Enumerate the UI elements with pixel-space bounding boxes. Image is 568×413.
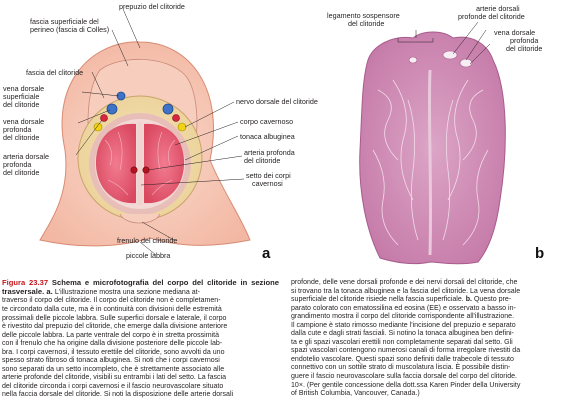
- label-legamento-2: del clitoride: [348, 19, 385, 28]
- label-arteria-dors-1: arteria dorsale: [3, 152, 49, 161]
- caption-line: si trovano tra la tonaca albuginea e la …: [291, 287, 521, 295]
- caption-line: superficiale del clitoride risiede nella…: [291, 296, 566, 305]
- caption-line: spazi vascolari contengono numerosi cana…: [291, 347, 521, 355]
- caption-label-b: b.: [465, 296, 472, 304]
- caption-line: bra. I corpi cavernosi, il tessuto erett…: [2, 348, 225, 356]
- fig-title: Schema e microfotografia del corpo del c…: [2, 278, 279, 296]
- label-vena-prof-2: profonda: [3, 125, 32, 134]
- corpus-cavernosum-right: [144, 123, 185, 204]
- dorsal-artery-left: [100, 114, 108, 122]
- label-setto-2: cavernosi: [252, 179, 283, 188]
- label-arteria-dors-2: profonda: [3, 160, 32, 169]
- leader-lines: [75, 8, 245, 256]
- clitoris-micrograph: [359, 21, 506, 265]
- caption-line: parato colorato con ematossilina ed eosi…: [291, 304, 516, 312]
- label-arteria-dors-3: del clitoride: [3, 168, 40, 177]
- caption-line: ta e gli spazi vascolari erettili non co…: [291, 338, 513, 346]
- caption-line: delle piccole labbra. La parte ventrale …: [2, 331, 220, 339]
- corpus-cavernosum-left: [95, 123, 136, 204]
- caption-text: superficiale del clitoride risiede nella…: [291, 296, 464, 304]
- label-tonaca: tonaca albuginea: [240, 132, 295, 141]
- caption-line: grandimento mostra il corpo del clitorid…: [291, 313, 515, 321]
- panel-label-b: b: [535, 245, 545, 262]
- caption-label-a: a.: [46, 286, 53, 296]
- label-corpo-cav: corpo cavernoso: [240, 117, 294, 126]
- caption-line: of British Columbia, Vancouver, Canada.): [291, 390, 420, 398]
- micrograph-tissue: [359, 31, 506, 265]
- cavernous-texture: [104, 131, 176, 196]
- dorsal-vein-right: [162, 103, 174, 115]
- label-vena-b-2: profonda: [510, 36, 539, 45]
- label-vena-prof-3: del clitoride: [3, 133, 40, 142]
- caption-line: sono separati da un setto incompleto, ch…: [2, 365, 225, 373]
- caption-line: spesso strato fibroso di tonaca albugine…: [2, 357, 220, 365]
- caption-line: arterie profonde del clitoride, visibili…: [2, 374, 227, 382]
- label-legamento-1: legamento sospensore: [327, 11, 400, 20]
- label-vena-sup-3: del clitoride: [3, 100, 40, 109]
- label-arteria-prof-2: del clitoride: [244, 156, 281, 165]
- label-setto-1: setto dei corpi: [246, 171, 291, 180]
- caption-line: del clitoride circonda i corpi cavernosi…: [2, 382, 224, 390]
- label-vena-b-3: del clitoride: [506, 44, 543, 53]
- caption-col-2: profonde, delle vene dorsali profonde e …: [291, 279, 566, 399]
- label-arterie-1: arterie dorsali: [476, 4, 520, 13]
- caption-line: L'illustrazione mostra una sezione media…: [54, 288, 200, 296]
- dorsal-nerve-left: [93, 122, 103, 132]
- caption-line: con il frenulo che ha origine dalla divi…: [2, 340, 223, 348]
- frenulum: [119, 213, 161, 224]
- caption-col-1: Figura 23.37 Schema e microfotografia de…: [2, 278, 279, 400]
- caption-line: traverso il corpo del clitoride. Il corp…: [2, 297, 221, 305]
- label-piccole: piccole labbra: [126, 251, 171, 260]
- label-fascia-clit: fascia del clitoride: [26, 68, 84, 77]
- caption-line: profonde, delle vene dorsali profonde e …: [291, 279, 518, 286]
- caption-line: prossimali delle piccole labbra. Sulle s…: [2, 314, 227, 322]
- label-vena-b-1: vena dorsale: [494, 28, 536, 37]
- figure-23-37: prepuzio del clitoride fascia superficia…: [3, 2, 545, 265]
- label-vena-prof-1: vena dorsale: [3, 117, 45, 126]
- caption-line: connettivo con un sottile strato di musc…: [291, 364, 511, 372]
- deep-artery-left: [130, 166, 138, 174]
- label-arteria-prof-1: arteria profonda: [244, 148, 295, 157]
- label-fascia-sup-1: fascia superficiale del: [30, 17, 99, 26]
- dorsal-vein-left: [106, 103, 118, 115]
- caption-line: te circondato dalla cute, ma è in contin…: [2, 305, 222, 313]
- micrograph-leaders: [397, 21, 491, 65]
- caption-line: è rivestito dal prepuzio del clitoride, …: [2, 323, 228, 331]
- micrograph-septum: [427, 69, 433, 256]
- caption-line: guere il fascio neurovascolare sulla fac…: [291, 373, 518, 381]
- clitoris-schematic: [39, 8, 251, 256]
- label-fascia-sup-2: perineo (fascia di Colles): [30, 25, 110, 34]
- label-frenulo: frenulo del clitoride: [117, 236, 178, 245]
- caption-text: Questo pre-: [473, 296, 512, 304]
- caption-line: Il campione è stato rimosso mediante l'i…: [291, 321, 516, 329]
- label-vena-sup-2: superficiale: [3, 92, 40, 101]
- label-prepuzio: prepuzio del clitoride: [119, 2, 185, 11]
- fig-number: Figura 23.37: [2, 278, 49, 287]
- caption-line: endotelio vascolare. Questi spazi sono d…: [291, 355, 514, 363]
- label-nervo: nervo dorsale del clitoride: [236, 97, 318, 106]
- caption-line: nella faccia dorsale del clitoride. Si n…: [2, 391, 234, 399]
- dorsal-nerve-right: [177, 122, 187, 132]
- label-vena-sup-1: vena dorsale: [3, 84, 45, 93]
- caption-line: 10×. (Per gentile concessione della dott…: [291, 381, 521, 389]
- panel-label-a: a: [262, 245, 271, 262]
- dorsal-artery-right: [172, 114, 180, 122]
- label-arterie-2: profonde del clitoride: [458, 12, 525, 21]
- caption-line: dalla cute e dagli strati fasciali. Si n…: [291, 330, 514, 338]
- micrograph-texture: [372, 79, 489, 246]
